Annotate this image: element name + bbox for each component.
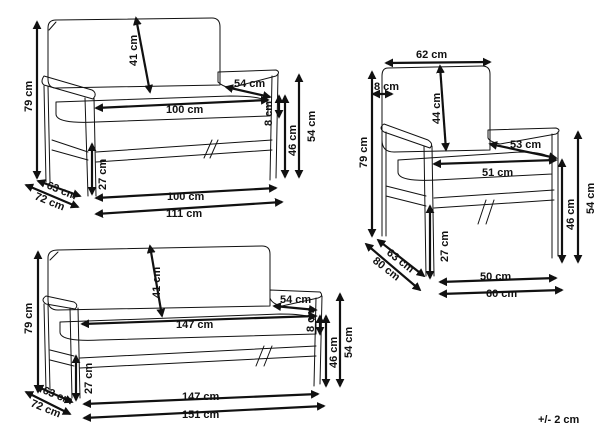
loveseat-base-width-label: 100 cm <box>167 191 205 203</box>
sofa-base-width-label: 147 cm <box>182 391 220 403</box>
loveseat-seat-height-label: 46 cm <box>287 125 299 156</box>
loveseat-total-height-label: 79 cm <box>23 81 35 112</box>
armchair-group: 62 cm 8 cm 44 cm 79 cm 53 cm 51 cm 54 cm… <box>358 49 597 300</box>
armchair-back-height-label: 44 cm <box>431 93 443 124</box>
sofa-leg-height-label: 27 cm <box>83 363 95 394</box>
armchair-cushion-top-label: 8 cm <box>374 81 399 93</box>
sofa-total-height-label: 79 cm <box>23 303 35 334</box>
armchair-total-width-label: 60 cm <box>486 288 517 300</box>
sofa-total-width-label: 151 cm <box>182 409 220 421</box>
armchair-seat-width-label: 51 cm <box>482 167 513 179</box>
tolerance-note: +/- 2 cm <box>538 414 579 426</box>
sofa-arm-height-label: 54 cm <box>343 327 355 358</box>
loveseat-group: 41 cm 79 cm 54 cm 100 cm 8 cm 46 cm 54 c… <box>23 16 318 220</box>
loveseat-outline <box>41 17 279 197</box>
armchair-arm-depth-label: 53 cm <box>510 139 541 151</box>
armchair-base-width-label: 50 cm <box>480 271 511 283</box>
loveseat-arm-depth-label: 54 cm <box>234 78 265 90</box>
sofa-arm-depth-label: 54 cm <box>280 294 311 306</box>
sofa-back-height-label: 41 cm <box>151 267 163 298</box>
armchair-total-height-label: 79 cm <box>358 137 370 168</box>
armchair-back-width-label: 62 cm <box>416 49 447 61</box>
armchair-outline <box>380 65 560 277</box>
sofa-cushion-label: 8 cm <box>305 307 317 332</box>
loveseat-arm-height-label: 54 cm <box>306 111 318 142</box>
sofa-seat-height-label: 46 cm <box>328 337 340 368</box>
loveseat-cushion-label: 8 cm <box>263 101 275 126</box>
loveseat-seat-width-label: 100 cm <box>166 104 204 116</box>
armchair-arm-height-label: 54 cm <box>585 183 597 214</box>
loveseat-total-width-label: 111 cm <box>166 208 202 220</box>
armchair-seat-height-label: 46 cm <box>565 199 577 230</box>
sofa-group: 41 cm 79 cm 54 cm 147 cm 8 cm 46 cm 54 c… <box>23 244 355 423</box>
sofa-seat-width-label: 147 cm <box>176 319 214 331</box>
armchair-leg-height-label: 27 cm <box>439 231 451 262</box>
loveseat-back-height-label: 41 cm <box>128 35 140 66</box>
loveseat-leg-height-label: 27 cm <box>97 159 109 190</box>
